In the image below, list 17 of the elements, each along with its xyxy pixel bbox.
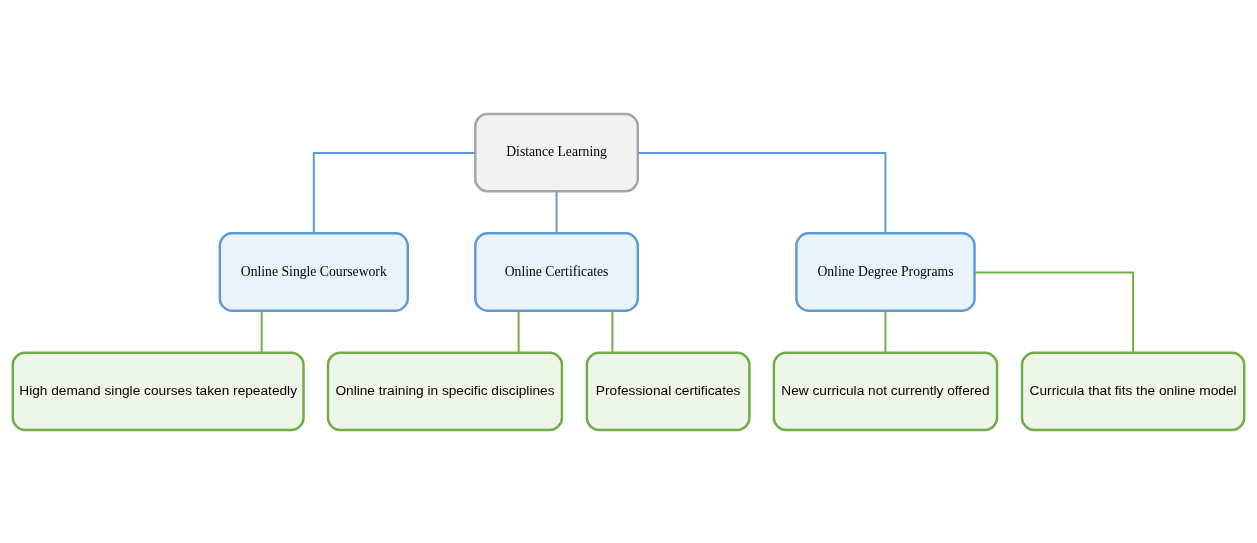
node-box: Curricula that fits the online model — [1020, 351, 1246, 431]
connector — [636, 151, 887, 234]
connector — [884, 309, 887, 353]
node-box: Online Single Coursework — [218, 231, 409, 312]
connector — [555, 189, 558, 234]
connector — [611, 309, 614, 353]
connector — [517, 309, 520, 353]
connector — [260, 309, 263, 353]
connector — [973, 271, 1135, 353]
node-box: High demand single courses taken repeatedly — [11, 351, 305, 431]
node-box: Distance Learning — [474, 112, 640, 192]
node-box: Online training in specific disciplines — [326, 351, 564, 431]
node-box: Online Degree Programs — [795, 231, 976, 312]
node-box: New curricula not currently offered — [772, 351, 999, 431]
connector — [312, 151, 477, 234]
node-box: Professional certificates — [585, 351, 751, 431]
node-box: Online Certificates — [474, 231, 640, 312]
